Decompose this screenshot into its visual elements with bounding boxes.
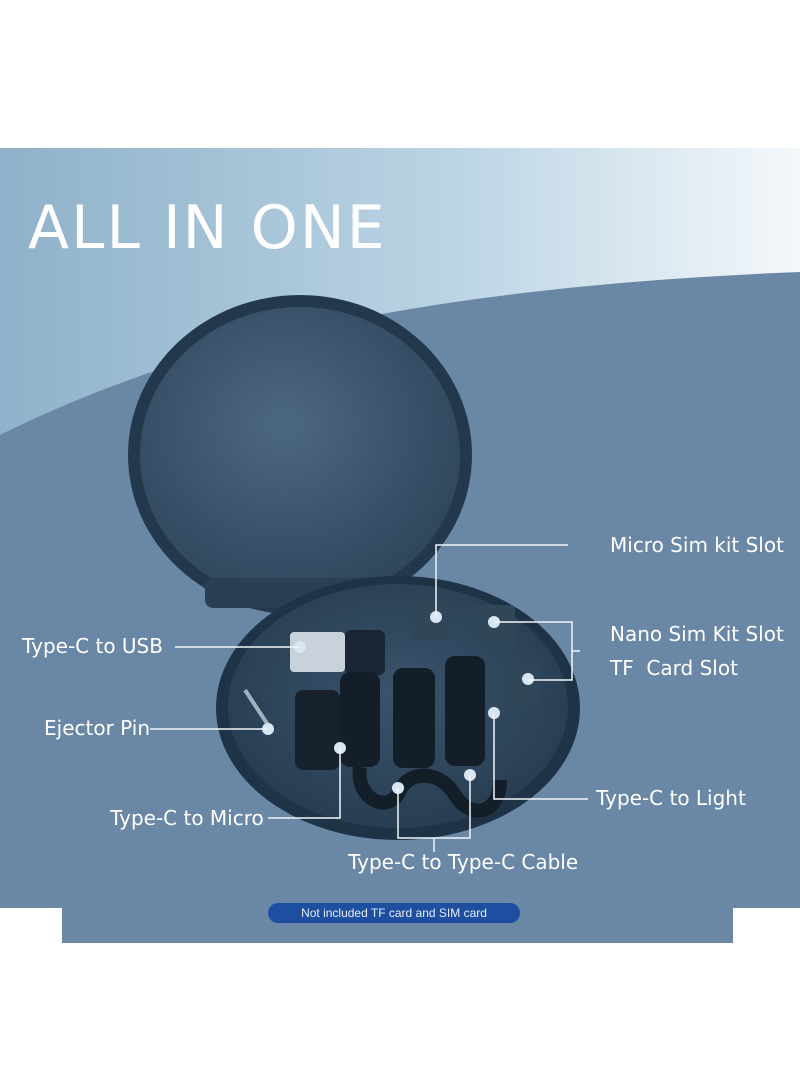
- typec-adapter-2: [393, 668, 435, 768]
- line-light: [493, 713, 588, 800]
- label-ejector-pin: Ejector Pin: [44, 716, 151, 740]
- usb-adapter-body: [345, 630, 385, 675]
- light-adapter: [445, 656, 485, 766]
- usb-adapter: [290, 632, 345, 672]
- headline: ALL IN ONE: [28, 193, 387, 263]
- sim-slot-micro: [410, 600, 450, 640]
- micro-adapter: [295, 690, 340, 770]
- label-type-c-to-usb: Type-C to USB: [22, 634, 163, 658]
- banner-swoosh: [0, 148, 800, 435]
- line-micro-sim: [435, 544, 568, 617]
- label-micro-sim-kit-slot: Micro Sim kit Slot: [610, 533, 784, 557]
- callout-dot-tf: [522, 673, 534, 685]
- tf-slot: [500, 665, 540, 705]
- label-type-c-to-type-c-cable: Type-C to Type-C Cable: [348, 850, 579, 874]
- label-type-c-to-light: Type-C to Light: [596, 786, 746, 810]
- coiled-cable: [352, 765, 507, 818]
- typec-adapter-1: [340, 672, 380, 767]
- label-type-c-to-micro: Type-C to Micro: [110, 806, 264, 830]
- line-micro: [268, 748, 341, 819]
- label-tf-card-slot: TF Card Slot: [610, 656, 738, 680]
- case-lid-inner: [140, 307, 460, 603]
- ejector-pin: [243, 688, 272, 730]
- not-included-note: Not included TF card and SIM card: [268, 903, 520, 923]
- label-nano-sim-kit-slot: Nano Sim Kit Slot: [610, 622, 784, 646]
